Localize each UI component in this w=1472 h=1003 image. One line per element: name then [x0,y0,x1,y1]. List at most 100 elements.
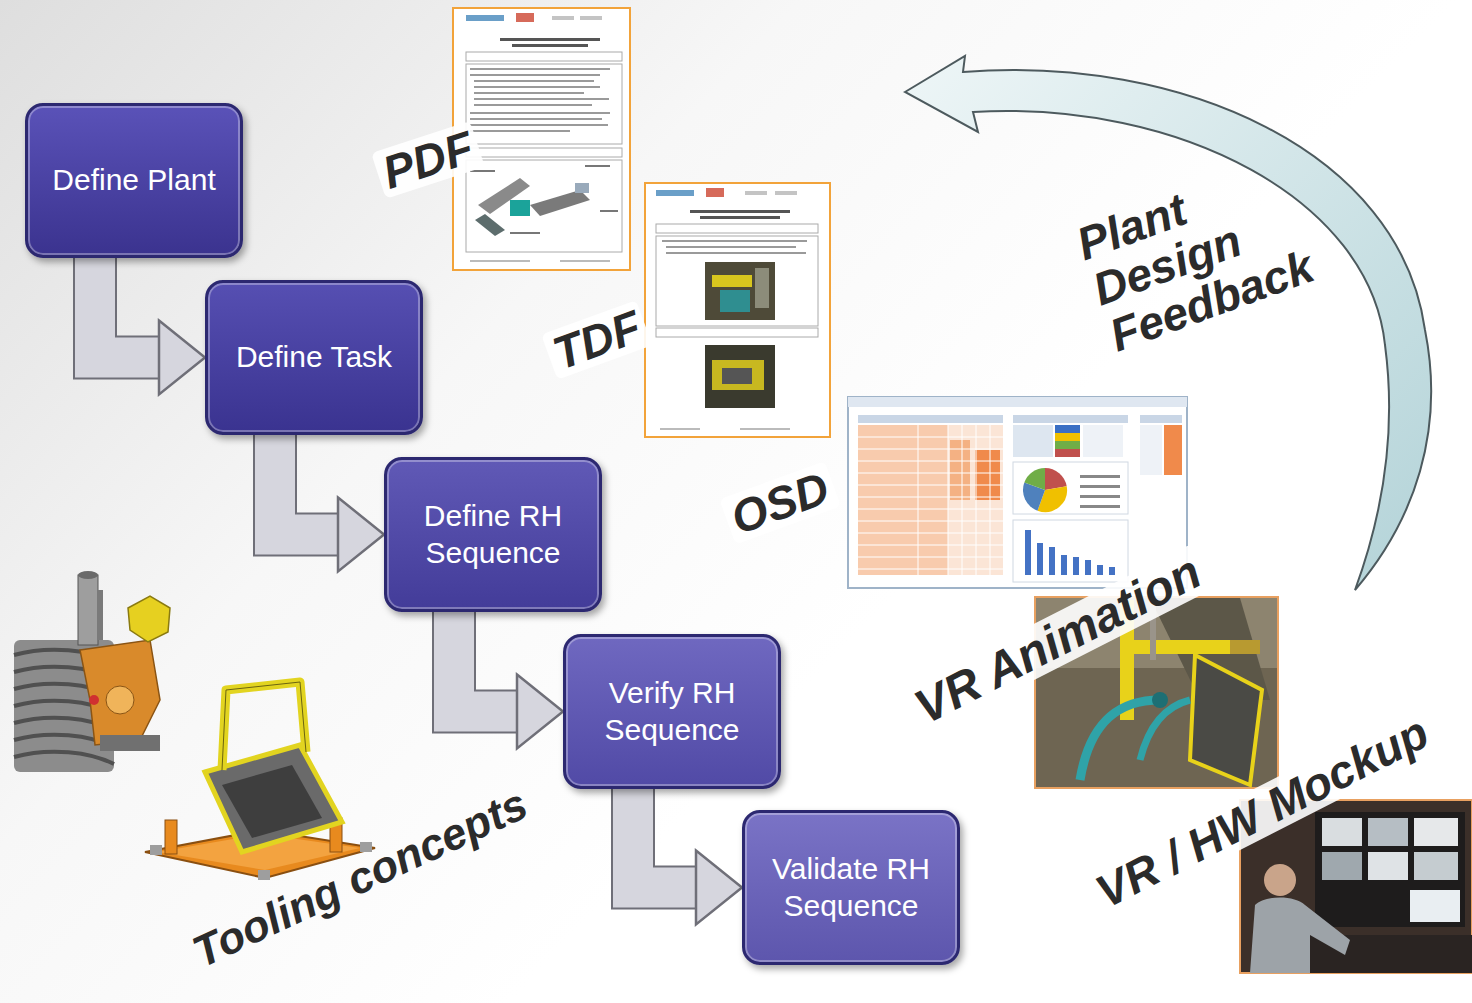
osd-spreadsheet-thumbnail-part [1049,547,1055,575]
osd-spreadsheet-thumbnail-part [1045,468,1067,490]
osd-spreadsheet-thumbnail-part [918,425,990,575]
tdf-document-thumbnail-part [722,368,752,384]
osd-spreadsheet-thumbnail-part [1085,560,1091,575]
osd-spreadsheet-thumbnail-part [1055,449,1080,457]
tdf-document-thumbnail-part [712,275,752,287]
tdf-document-thumbnail-part [645,183,830,437]
osd-spreadsheet-thumbnail-part [1013,425,1053,457]
arrow-shaft [95,258,165,358]
pdf-document-thumbnail-part [580,16,602,20]
osd-spreadsheet-thumbnail-part [1164,425,1182,475]
tooling-concept-drawing-part [258,870,270,880]
vr-animation-image-part [1230,640,1260,654]
process-box: Define Plant [25,103,243,258]
osd-spreadsheet-thumbnail-part [858,425,948,575]
pdf-document-thumbnail-part [466,15,504,21]
tdf-document-thumbnail-part [775,191,797,195]
osd-spreadsheet-thumbnail-part [848,397,1187,588]
vr-animation-image-part [1120,640,1240,654]
arrow-head [159,321,205,395]
osd-spreadsheet-thumbnail-part [1013,520,1128,582]
tdf-document-thumbnail-part [660,428,700,430]
pdf-document-thumbnail-part [470,130,570,132]
osd-spreadsheet-thumbnail [848,397,1187,588]
pdf-document-thumbnail-part [470,260,530,262]
pdf-document-thumbnail-part [474,104,592,106]
step-label: Verify RH Sequence [580,675,764,748]
pdf-document-thumbnail-part [470,112,610,114]
step-label: Validate RH Sequence [759,851,943,924]
mockup-photo-part [1368,818,1408,846]
tdf-document-thumbnail-part [745,191,767,195]
process-box: Define Task [205,280,423,435]
arrow-head [338,498,384,572]
tdf-document-thumbnail-part [656,328,818,337]
tooling-concept-drawing [14,571,170,772]
pdf-document-thumbnail-part [510,232,540,234]
osd-spreadsheet-thumbnail-part [1097,565,1103,575]
step-label: Define Task [236,339,392,376]
osd-spreadsheet-thumbnail-part [1024,468,1045,490]
pdf-document-thumbnail-part [512,44,588,47]
step-label: Define Plant [52,162,215,199]
tooling-concept-drawing-part [78,571,98,579]
pdf-document-thumbnail-part [575,183,589,193]
pdf-document-thumbnail-part [470,74,600,76]
arrow-shaft-outline [95,258,165,358]
pdf-document-thumbnail-part [530,190,590,216]
vr-animation-image-part [1190,655,1262,785]
process-box: Verify RH Sequence [563,634,781,789]
osd-spreadsheet-thumbnail-part [1109,567,1115,575]
osd-spreadsheet-thumbnail-part [1080,505,1120,508]
pdf-document-thumbnail-part [475,214,505,236]
osd-spreadsheet-thumbnail-part [1073,557,1079,575]
tooling-concept-drawing-part [165,820,177,854]
elbow-arrow [95,258,205,395]
arrow-head [696,851,742,925]
mockup-photo-part [1414,852,1458,880]
tdf-document-thumbnail-part [656,190,694,196]
elbow-arrow [454,612,563,749]
vr-animation-image-part [1140,700,1190,760]
elbow-arrow [275,435,384,572]
pdf-document-thumbnail-part [600,210,618,212]
osd-spreadsheet-thumbnail-part [1025,530,1031,575]
tooling-concept-drawing-part [78,575,98,645]
tdf-document-thumbnail-part [656,236,818,326]
osd-spreadsheet-thumbnail-part [1080,495,1120,498]
osd-spreadsheet-thumbnail-part [1140,425,1162,475]
tooling-concept-drawing-part [100,735,160,751]
osd-spreadsheet-thumbnail-part [1140,415,1182,423]
osd-spreadsheet-thumbnail-part [975,450,1000,500]
pdf-document-thumbnail-part [466,148,622,157]
pdf-document-thumbnail-part [466,64,622,144]
tdf-document-thumbnail-part [705,262,775,320]
feedback-curved-arrow-part [905,56,1431,590]
pdf-document-thumbnail-part [453,8,630,270]
mockup-photo-part [1368,852,1408,880]
pdf-document-thumbnail-part [474,86,600,88]
tdf-document-thumbnail-part [690,210,790,213]
pdf-document-thumbnail-part [470,68,610,70]
vr-animation-image-part [1152,692,1168,708]
tooling-concept-drawing-part [106,686,134,714]
arrow-shaft [454,612,523,712]
tdf-document-thumbnail-part [705,345,775,408]
tooling-concept-drawing-part [128,596,170,642]
pdf-document-thumbnail-part [470,124,608,126]
arrow-shaft-outline [454,612,523,712]
pdf-document-thumbnail-part [474,98,609,100]
pdf-document-thumbnail-part [585,165,610,167]
pdf-document-thumbnail-part [474,92,584,94]
osd-spreadsheet-thumbnail-part [1055,433,1080,441]
tooling-concept-drawing-part [80,640,160,745]
feedback-curved-arrow [905,56,1431,590]
osd-spreadsheet-thumbnail-part [1013,462,1128,514]
tooling-concept-drawing-part [222,682,306,770]
tdf-document-thumbnail-part [700,216,780,219]
pdf-document-thumbnail-part [470,170,495,172]
osd-spreadsheet-thumbnail-part [1055,425,1080,433]
